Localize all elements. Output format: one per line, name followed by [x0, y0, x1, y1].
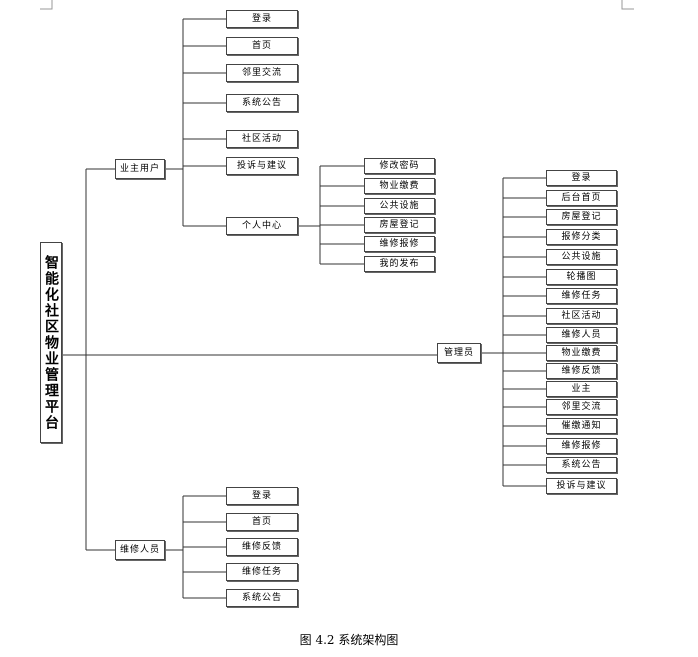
admin-function-box: 登录	[546, 170, 617, 186]
admin-function-box: 投诉与建议	[546, 478, 617, 494]
admin-function-box: 维修任务	[546, 288, 617, 304]
personal-center-function-box: 我的发布	[364, 256, 435, 272]
admin-function-box: 物业缴费	[546, 345, 617, 361]
page-corner-marks	[40, 0, 634, 10]
personal-center-function-box: 公共设施	[364, 198, 435, 214]
repair-function-box: 维修任务	[226, 563, 298, 581]
admin-node: 管理员	[437, 343, 481, 363]
repair-function-box: 登录	[226, 487, 298, 505]
repair-function-box: 系统公告	[226, 589, 298, 607]
repair-node: 维修人员	[115, 540, 165, 560]
admin-function-box: 维修人员	[546, 327, 617, 343]
admin-function-box: 房屋登记	[546, 209, 617, 225]
admin-function-box: 报修分类	[546, 229, 617, 245]
admin-function-box: 公共设施	[546, 249, 617, 265]
owner-function-box: 登录	[226, 10, 298, 28]
admin-function-box: 后台首页	[546, 190, 617, 206]
owner-function-box: 投诉与建议	[226, 157, 298, 175]
personal-center-function-box: 修改密码	[364, 158, 435, 174]
figure-caption: 图 4.2 系统架构图	[299, 633, 399, 647]
owner-function-box: 首页	[226, 37, 298, 55]
admin-function-box: 业主	[546, 381, 617, 397]
personal-center-function-box: 房屋登记	[364, 217, 435, 233]
repair-function-box: 维修反馈	[226, 538, 298, 556]
owner-function-box: 社区活动	[226, 130, 298, 148]
admin-function-box: 催缴通知	[546, 418, 617, 434]
repair-function-box: 首页	[226, 513, 298, 531]
owner-function-box: 系统公告	[226, 94, 298, 112]
owner-node: 业主用户	[115, 159, 165, 179]
owner-function-box: 邻里交流	[226, 64, 298, 82]
admin-function-box: 维修反馈	[546, 363, 617, 379]
admin-function-box: 轮播图	[546, 269, 617, 285]
root-node: 智能化社区物业管理平台	[40, 242, 62, 443]
personal-center-function-box: 维修报修	[364, 236, 435, 252]
admin-function-box: 邻里交流	[546, 399, 617, 415]
admin-function-box: 系统公告	[546, 457, 617, 473]
personal-center-function-box: 物业缴费	[364, 178, 435, 194]
admin-function-box: 维修报修	[546, 438, 617, 454]
owner-function-box: 个人中心	[226, 217, 298, 235]
admin-function-box: 社区活动	[546, 308, 617, 324]
